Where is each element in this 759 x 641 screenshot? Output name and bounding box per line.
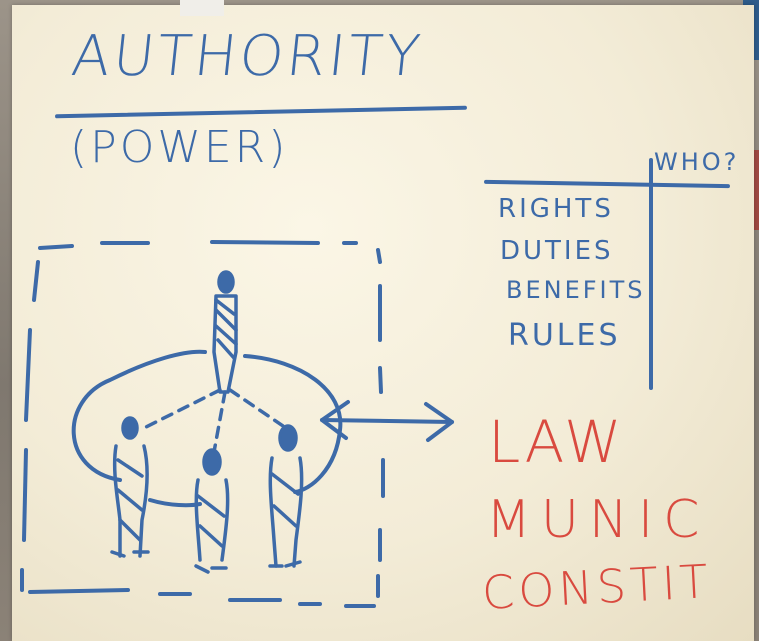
top-figure [212, 270, 238, 394]
wall-red-object [749, 150, 759, 230]
red-item-law: LAW [488, 408, 625, 476]
left-figure [110, 416, 150, 558]
middle-figure [194, 448, 230, 574]
right-figure [268, 424, 304, 568]
list-item-rules: RULES [508, 318, 621, 353]
list-item-benefits: BENEFITS [506, 276, 646, 304]
hierarchy-connections [138, 388, 288, 454]
double-arrow [320, 400, 454, 442]
table-vertical-line [649, 158, 653, 390]
list-item-rights: RIGHTS [498, 194, 614, 224]
dashed-boundary [20, 240, 385, 608]
red-item-munic: MUNIC [486, 490, 710, 550]
board-subtitle: (POWER) [70, 122, 289, 173]
list-item-duties: DUTIES [500, 236, 614, 266]
who-column-header: WHO? [654, 148, 740, 176]
paper-clip [180, 0, 224, 16]
